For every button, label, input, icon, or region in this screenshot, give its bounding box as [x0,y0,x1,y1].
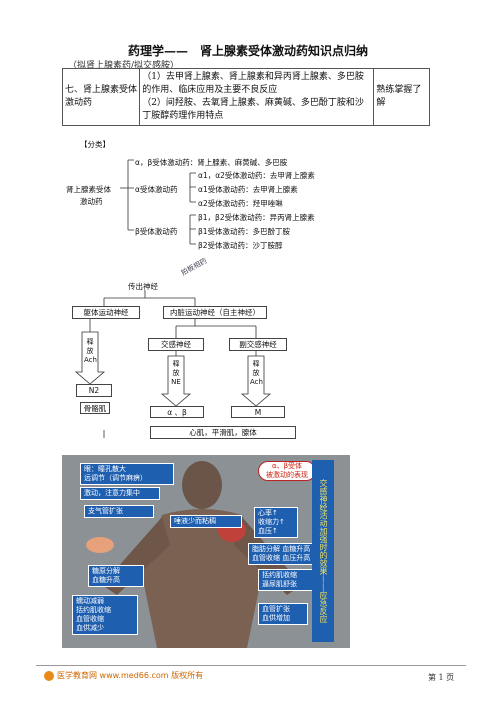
tree-root-line2: 激动药 [80,197,103,206]
footer-copyright: 医学教育网 www.med66.com 版权所有 [44,670,203,681]
footer-page-number: 第 1 页 [428,673,455,682]
glycogen-effect-box: 糖原分解血糖升高 [88,565,144,587]
content-line-2: （2）间羟胺、去氧肾上腺素、麻黄碱、多巴酚丁胺和沙丁胺醇药理作用特点 [142,98,364,121]
gi-effect-box: 蠕动减弱括约肌收缩血管收缩血供减少 [72,595,138,635]
tree-alpha1: α1受体激动药：去甲肾上腺素 [198,185,298,194]
sympathetic-nerve-box: 交感神经 [148,338,204,351]
page-title: 药理学—— 肾上腺素受体激动药知识点归纳 [127,44,368,58]
sympathetic-effects-illustration: 眼：瞳孔散大远调节（调节麻痹） 激动，注意力集中 支气管扩张 唾液少而粘稠 心率… [62,455,350,648]
autonomic-nerve-box: 内脏运动神经（自主神经） [163,306,267,319]
release-ach-label-1: 释放Ach [84,338,97,364]
classification-heading: 【分类】 [80,140,110,149]
alpha-beta-receptor-box: α 、β [150,406,204,418]
release-ach-label-2: 释放Ach [250,360,263,386]
stress-response-banner: 交感神经活动加强时的效果——应急反应 [312,460,334,642]
summary-table: 七、肾上腺素受体激动药 （1）去甲肾上腺素、肾上腺素和异丙肾上腺素、多巴胺的作用… [61,68,430,126]
somatic-nerve-box: 躯体运动神经 [72,306,140,319]
effector-organs-box: 心肌，平滑肌，腺体 [150,426,296,439]
release-ne-label: 释放NE [171,360,181,386]
table-row: 七、肾上腺素受体激动药 （1）去甲肾上腺素、肾上腺素和异丙肾上腺素、多巴胺的作用… [61,68,430,126]
receptor-activation-title: α、β受体被激动的表现 [258,461,316,481]
tree-beta12: β1，β2受体激动药：异丙肾上腺素 [198,213,315,222]
tree-alpha-beta: α，β受体激动药：肾上腺素、麻黄碱、多巴胺 [135,158,288,167]
n2-receptor-box: N2 [76,384,112,397]
page-subtitle: （拟肾上腺素药/拟交感胺） [68,61,180,71]
tree-beta2: β2受体激动药：沙丁胺醇 [198,241,283,250]
heart-effect-box: 心率↑收缩力↑血压↑ [254,507,298,538]
m-receptor-box: M [231,406,285,418]
diagram-lines [74,159,272,438]
bronchus-effect-box: 支气管扩张 [84,505,154,518]
footer-divider [36,665,466,666]
footer-copyright-text: 医学教育网 www.med66.com 版权所有 [57,671,204,680]
fat-effect-box: 脂肪分解 血糖升高血管收缩 血压升高 [248,543,328,565]
tree-root-line1: 肾上腺素受体 [66,185,111,194]
saliva-effect-box: 唾液少而粘稠 [170,515,242,528]
table-cell-topic: 七、肾上腺素受体激动药 [61,68,141,126]
tree-alpha12: α1，α2受体激动药：去甲肾上腺素 [198,171,315,180]
tree-beta1: β1受体激动药：多巴酚丁胺 [198,227,291,236]
parasympathetic-nerve-box: 副交感神经 [229,338,287,351]
vessel-effect-box: 血管扩张血供增加 [258,603,308,625]
brain-effect-box: 激动，注意力集中 [80,487,160,500]
tree-alpha: α受体激动药 [135,185,178,194]
efferent-nerve-label: 传出神经 [128,282,158,291]
site-logo-icon [44,670,54,681]
table-cell-requirement: 熟练掌握了解 [373,68,430,126]
skeletal-muscle-box: 骨骼肌 [80,402,110,414]
tree-alpha2: α2受体激动药：羟甲唑啉 [198,199,283,208]
eye-effect-box: 眼：瞳孔散大远调节（调节麻痹） [80,463,174,485]
table-cell-content: （1）去甲肾上腺素、肾上腺素和异丙肾上腺素、多巴胺的作用、临床应用及主要不良反应… [139,68,375,126]
tree-beta: β受体激动药 [135,227,178,236]
content-line-1: （1）去甲肾上腺素、肾上腺素和异丙肾上腺素、多巴胺的作用、临床应用及主要不良反应 [142,72,364,95]
